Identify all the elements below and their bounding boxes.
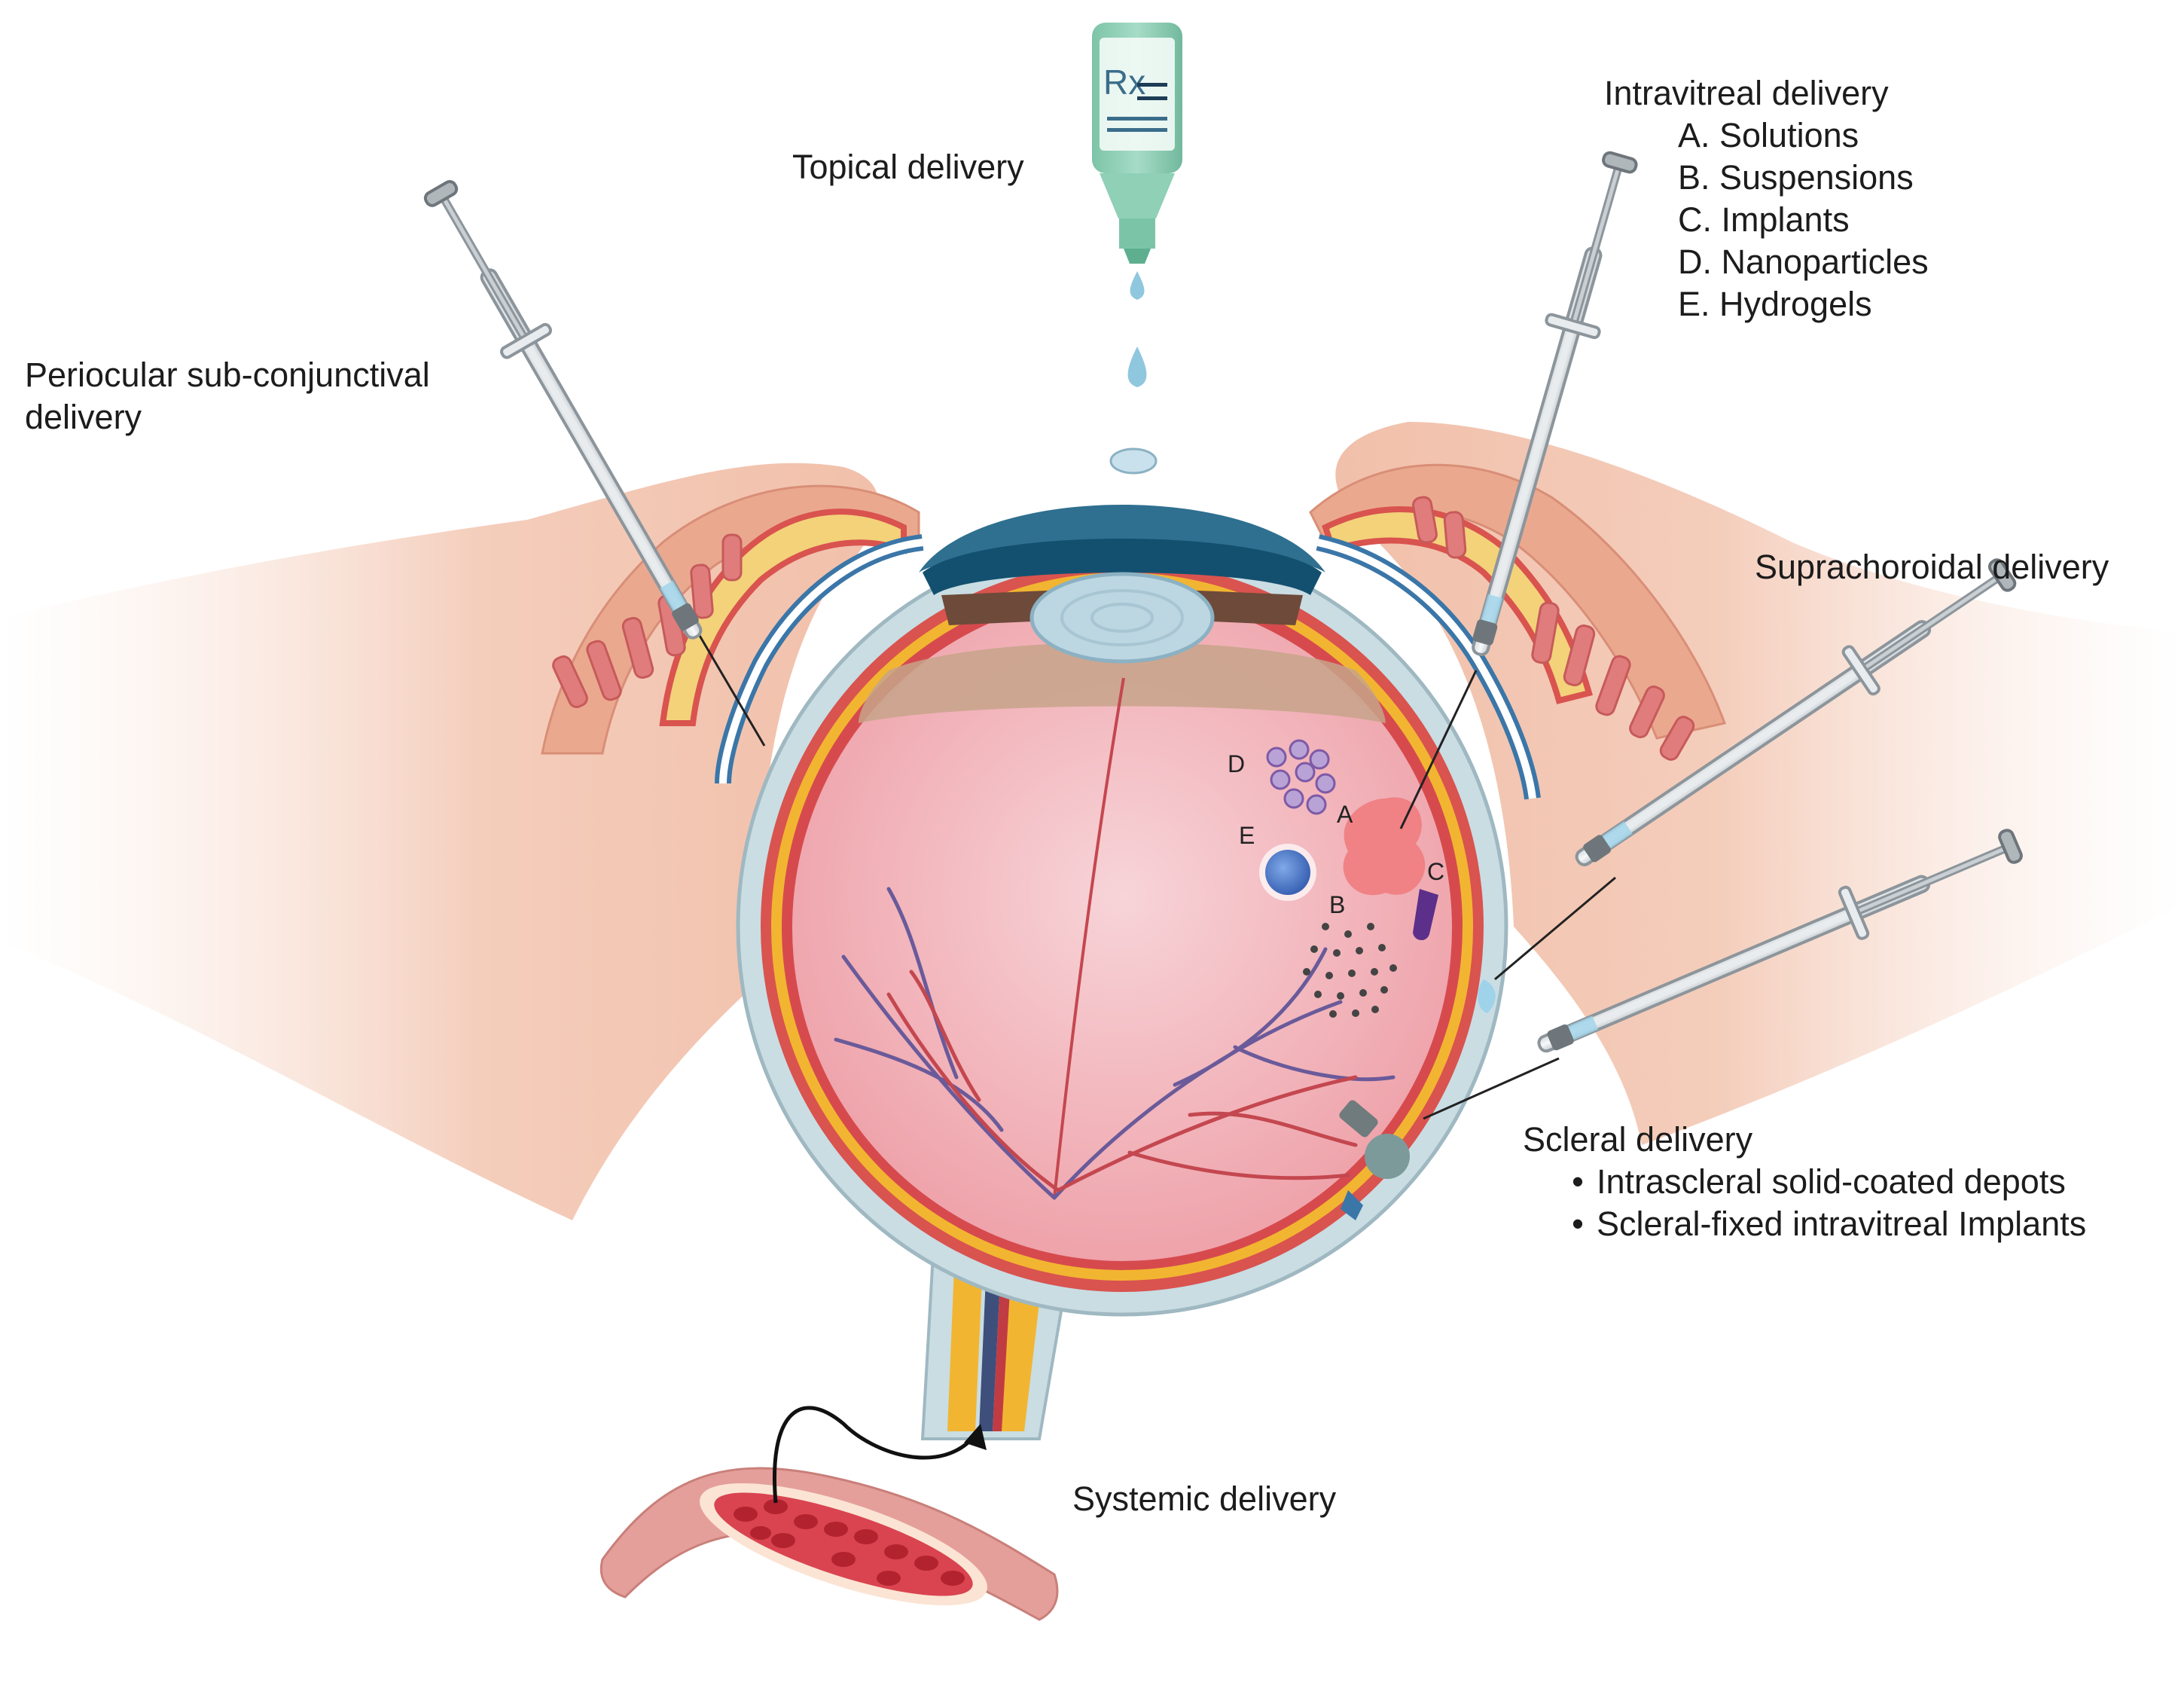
scleral-item: Intrascleral solid-coated depots <box>1559 1161 2086 1203</box>
periocular-label-line-2: delivery <box>25 398 142 436</box>
topical-delivery-label: Topical delivery <box>792 148 1024 186</box>
intravitreal-item: C. Implants <box>1678 200 1850 239</box>
intravitreal-item: E. Hydrogels <box>1678 285 1872 323</box>
formulation-d-nanoparticles <box>1266 739 1336 815</box>
marker-a: A <box>1337 801 1353 828</box>
scleral-title: Scleral delivery <box>1523 1120 1753 1159</box>
rx-symbol: Rx <box>1103 63 1145 102</box>
intravitreal-list: A. Solutions B. Suspensions C. Implants … <box>1678 115 1929 325</box>
formulation-markers: A B C D E <box>1228 750 1444 918</box>
drop-2 <box>1127 347 1147 387</box>
formulation-e-hydrogel <box>1259 844 1316 901</box>
blood-vessel <box>599 1406 1059 1621</box>
suprachoroidal-delivery-label: Suprachoroidal delivery <box>1755 548 2109 586</box>
scleral-list: Intrascleral solid-coated depots Scleral… <box>1559 1161 2086 1245</box>
scleral-delivery-label: Scleral delivery Intrascleral solid-coat… <box>1523 1119 2086 1245</box>
formulation-b-suspension <box>1303 923 1397 1018</box>
marker-c: C <box>1427 858 1444 885</box>
intravitreal-syringe <box>1399 147 1649 829</box>
periocular-label-line-1: Periocular sub-conjunctival <box>25 356 430 394</box>
scleral-syringe <box>1423 819 2027 1120</box>
scleral-implant <box>1339 1100 1410 1220</box>
intravitreal-item: D. Nanoparticles <box>1678 243 1929 281</box>
intravitreal-delivery-label: Intravitreal delivery A. Solutions B. Su… <box>1604 72 1929 325</box>
systemic-delivery-label: Systemic delivery <box>1072 1480 1337 1518</box>
formulation-a-solution <box>1343 797 1426 896</box>
marker-e: E <box>1239 822 1255 849</box>
formulation-c-implant <box>1413 889 1438 941</box>
intravitreal-item: B. Suspensions <box>1678 158 1914 197</box>
intravitreal-item: A. Solutions <box>1678 116 1859 154</box>
intravitreal-title: Intravitreal delivery <box>1604 74 1889 112</box>
eye-drop-bottle: Rx <box>1092 23 1182 387</box>
drop-1 <box>1130 271 1145 300</box>
marker-b: B <box>1329 891 1345 918</box>
periocular-delivery-label: Periocular sub-conjunctival delivery <box>25 354 430 438</box>
suprachoroidal-syringe <box>1478 547 2025 1013</box>
marker-d: D <box>1228 750 1245 777</box>
periocular-syringe <box>412 173 766 747</box>
left-orbital-tissue <box>0 463 879 1220</box>
scleral-item: Scleral-fixed intravitreal Implants <box>1559 1203 2086 1245</box>
